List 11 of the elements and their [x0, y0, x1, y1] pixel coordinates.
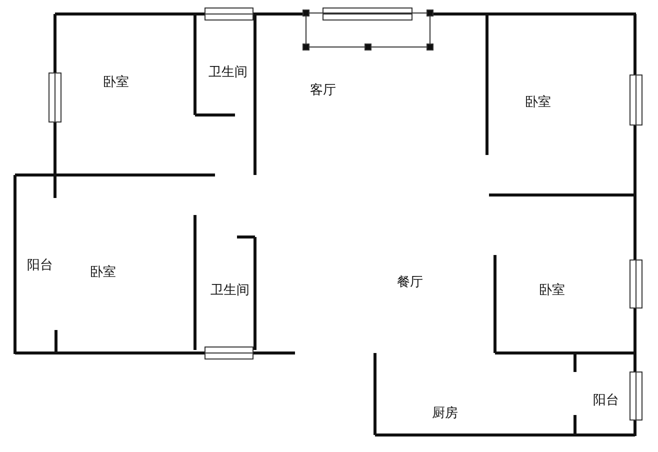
- room-label: 阳台: [593, 392, 619, 409]
- room-label: 卧室: [90, 264, 116, 281]
- room-label: 卧室: [103, 74, 129, 91]
- room-label: 卫生间: [208, 64, 248, 81]
- room-label: 餐厅: [397, 274, 423, 291]
- room-label: 卧室: [539, 282, 565, 299]
- room-label: 厨房: [432, 405, 458, 422]
- room-label: 卫生间: [210, 282, 250, 299]
- room-label: 卧室: [525, 94, 551, 111]
- room-label: 阳台: [27, 257, 53, 274]
- room-label: 客厅: [310, 82, 336, 99]
